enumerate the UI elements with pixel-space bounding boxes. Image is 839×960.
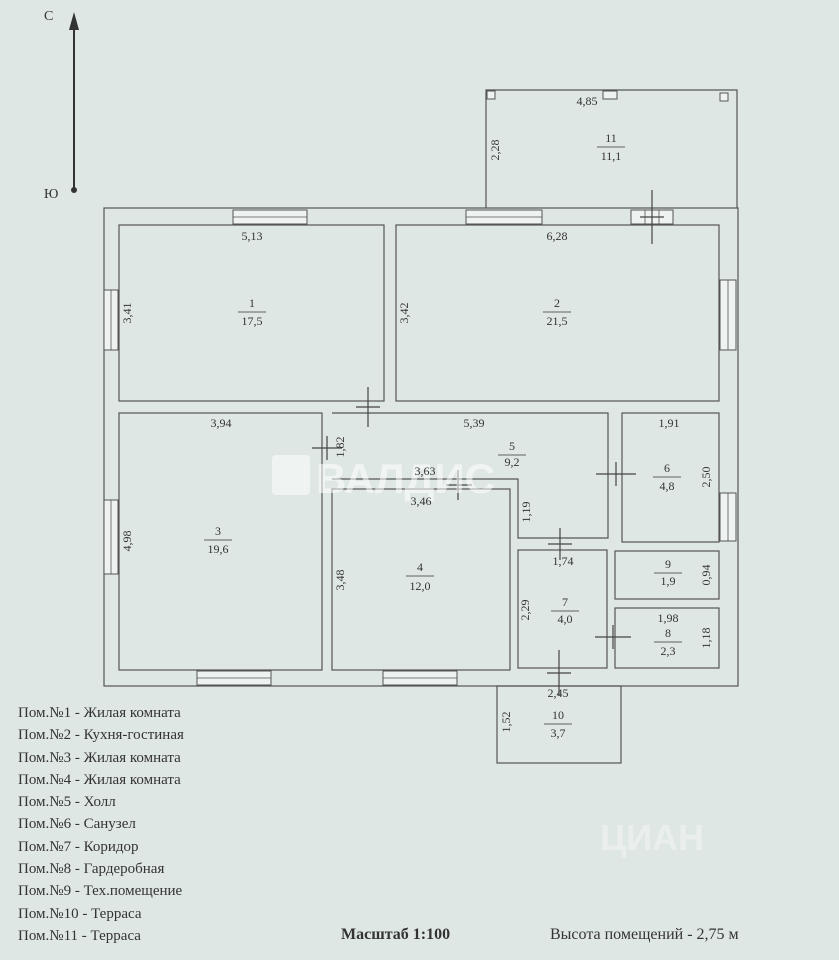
dim-label: 3,48	[333, 570, 347, 591]
dim-label: 2,29	[518, 600, 532, 621]
dim-label: 5,13	[242, 229, 263, 243]
legend-item: Пом.№10 - Терраса	[18, 905, 142, 922]
dim-label: 3,42	[397, 303, 411, 324]
room-area: 2,3	[661, 644, 676, 658]
window	[719, 92, 729, 102]
room-area: 1,9	[661, 574, 676, 588]
legend-item: Пом.№6 - Санузел	[18, 816, 136, 833]
room-number: 4	[417, 560, 423, 574]
room-area: 9,2	[505, 455, 520, 469]
dimension-labels: 4,85 2,28 5,13 3,41 6,28 3,42 3,94 4,98 …	[120, 94, 713, 733]
room-number: 8	[665, 626, 671, 640]
room-number: 3	[215, 524, 221, 538]
ceiling-height-label: Высота помещений - 2,75 м	[550, 926, 739, 943]
dim-label: 3,41	[120, 303, 134, 324]
walls	[103, 89, 739, 764]
windows	[103, 90, 737, 686]
dim-label: 1,18	[699, 628, 713, 649]
dim-label: 2,28	[488, 140, 502, 161]
watermark-logo: ВАЛДИС ЦИАН	[272, 455, 704, 858]
legend-item: Пом.№5 - Холл	[18, 794, 116, 811]
dim-label: 1,19	[519, 502, 533, 523]
room-number: 11	[605, 131, 617, 145]
dim-label: 6,28	[547, 229, 568, 243]
room-number: 5	[509, 439, 515, 453]
room-area: 21,5	[547, 314, 568, 328]
compass-south-label: Ю	[44, 187, 58, 202]
window	[602, 90, 618, 100]
legend-item: Пом.№1 - Жилая комната	[18, 705, 181, 721]
legend-item: Пом.№2 - Кухня-гостиная	[18, 727, 184, 744]
room-number: 10	[552, 708, 564, 722]
room-area: 19,6	[208, 542, 229, 556]
watermark-text: ВАЛДИС	[316, 455, 495, 502]
dim-label: 1,52	[499, 712, 513, 733]
legend-item: Пом.№3 - Жилая комната	[18, 749, 181, 766]
room-legend: Пом.№1 - Жилая комната Пом.№2 - Кухня-го…	[18, 702, 184, 947]
dim-label: 1,82	[333, 437, 347, 458]
doors	[312, 190, 664, 696]
dim-label: 1,74	[553, 554, 574, 568]
dim-label: 2,50	[699, 467, 713, 488]
dim-label: 3,94	[211, 416, 232, 430]
compass: С Ю	[44, 9, 79, 202]
room-area: 4,0	[558, 612, 573, 626]
dim-label: 5,39	[464, 416, 485, 430]
dim-label: 3,46	[411, 494, 432, 508]
dim-label: 2,45	[548, 686, 569, 700]
room-area: 11,1	[601, 149, 622, 163]
room-area: 4,8	[660, 479, 675, 493]
dim-label: 4,85	[577, 94, 598, 108]
dim-label: 1,91	[659, 416, 680, 430]
dim-label: 4,98	[120, 531, 134, 552]
legend-item: Пом.№9 - Тех.помещение	[18, 883, 183, 900]
room-number: 9	[665, 557, 671, 571]
room-area: 3,7	[551, 726, 566, 740]
room-area: 17,5	[242, 314, 263, 328]
compass-north-label: С	[44, 9, 53, 24]
legend-item: Пом.№7 - Коридор	[18, 838, 139, 855]
dim-label: 3,63	[415, 464, 436, 478]
north-arrow-icon	[69, 12, 79, 30]
dim-label: 1,98	[658, 611, 679, 625]
legend-item: Пом.№11 - Терраса	[18, 927, 141, 944]
window	[486, 90, 496, 100]
legend-item: Пом.№8 - Гардеробная	[18, 861, 165, 878]
room-number: 6	[664, 461, 670, 475]
dim-label: 0,94	[699, 565, 713, 586]
scale-label: Масштаб 1:100	[341, 926, 451, 943]
watermark-text-2: ЦИАН	[600, 817, 704, 858]
room-area: 12,0	[410, 579, 431, 593]
room-number: 7	[562, 595, 568, 609]
room-number: 2	[554, 296, 560, 310]
room-number: 1	[249, 296, 255, 310]
room-labels: 11 11,1 1 17,5 2 21,5 3 19,6 4 12,0 5 9,…	[204, 131, 682, 740]
house-logo-icon	[272, 455, 310, 495]
legend-item: Пом.№4 - Жилая комната	[18, 771, 181, 788]
